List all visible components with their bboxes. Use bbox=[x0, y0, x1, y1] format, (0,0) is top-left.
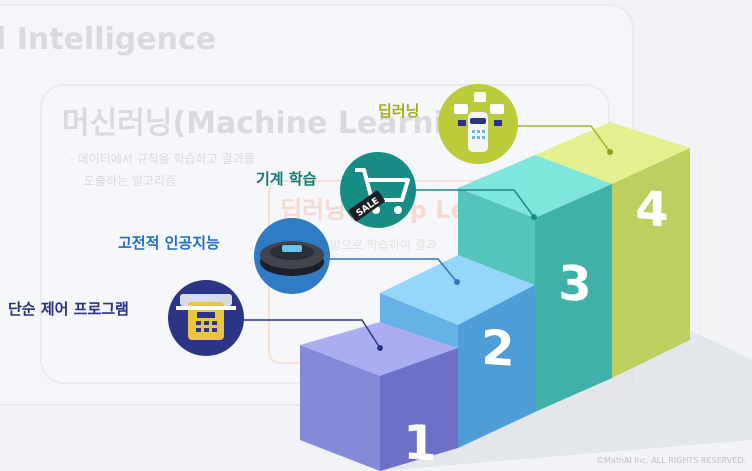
rice-cooker-icon bbox=[168, 280, 244, 356]
background-ml-title: 머신러닝(Machine Learning) bbox=[62, 106, 501, 141]
step-3-connector bbox=[406, 189, 535, 218]
step-2-connector-dot bbox=[454, 279, 460, 285]
background-dl-desc: 방으로 학습하여 결과 bbox=[330, 238, 437, 252]
step-1-label: 단순 제어 프로그램 bbox=[8, 300, 129, 318]
step-4-connector bbox=[500, 125, 611, 153]
step-1-connector-dot bbox=[377, 345, 383, 351]
step-4-number: 4 bbox=[635, 180, 668, 238]
step-3-connector-dot bbox=[531, 214, 537, 220]
shopping-cart-sale-icon: SALE bbox=[340, 152, 416, 228]
step-1-number: 1 bbox=[403, 414, 436, 471]
background-ai-title: l Intelligence bbox=[0, 22, 217, 57]
background-ml-desc-2: 도출하는 알고리즘 bbox=[84, 174, 177, 188]
background-ml-desc-1: · 데이터에서 규칙을 학습하고 결과를 bbox=[70, 152, 255, 166]
step-2-label: 고전적 인공지능 bbox=[118, 234, 220, 252]
step-2-connector bbox=[318, 258, 458, 283]
step-2-number: 2 bbox=[481, 320, 514, 378]
step-3-number: 3 bbox=[558, 255, 591, 313]
copyright-notice: ©MathAI Inc. ALL RIGHTS RESERVED. bbox=[596, 456, 746, 465]
step-4-label: 딥러닝 bbox=[378, 102, 420, 120]
robot-vacuum-icon bbox=[254, 218, 330, 294]
step-4-connector-dot bbox=[607, 149, 613, 155]
smart-speaker-robot-icon bbox=[438, 84, 518, 164]
step-3-label: 기계 학습 bbox=[256, 170, 317, 188]
step-1-connector bbox=[238, 319, 381, 349]
